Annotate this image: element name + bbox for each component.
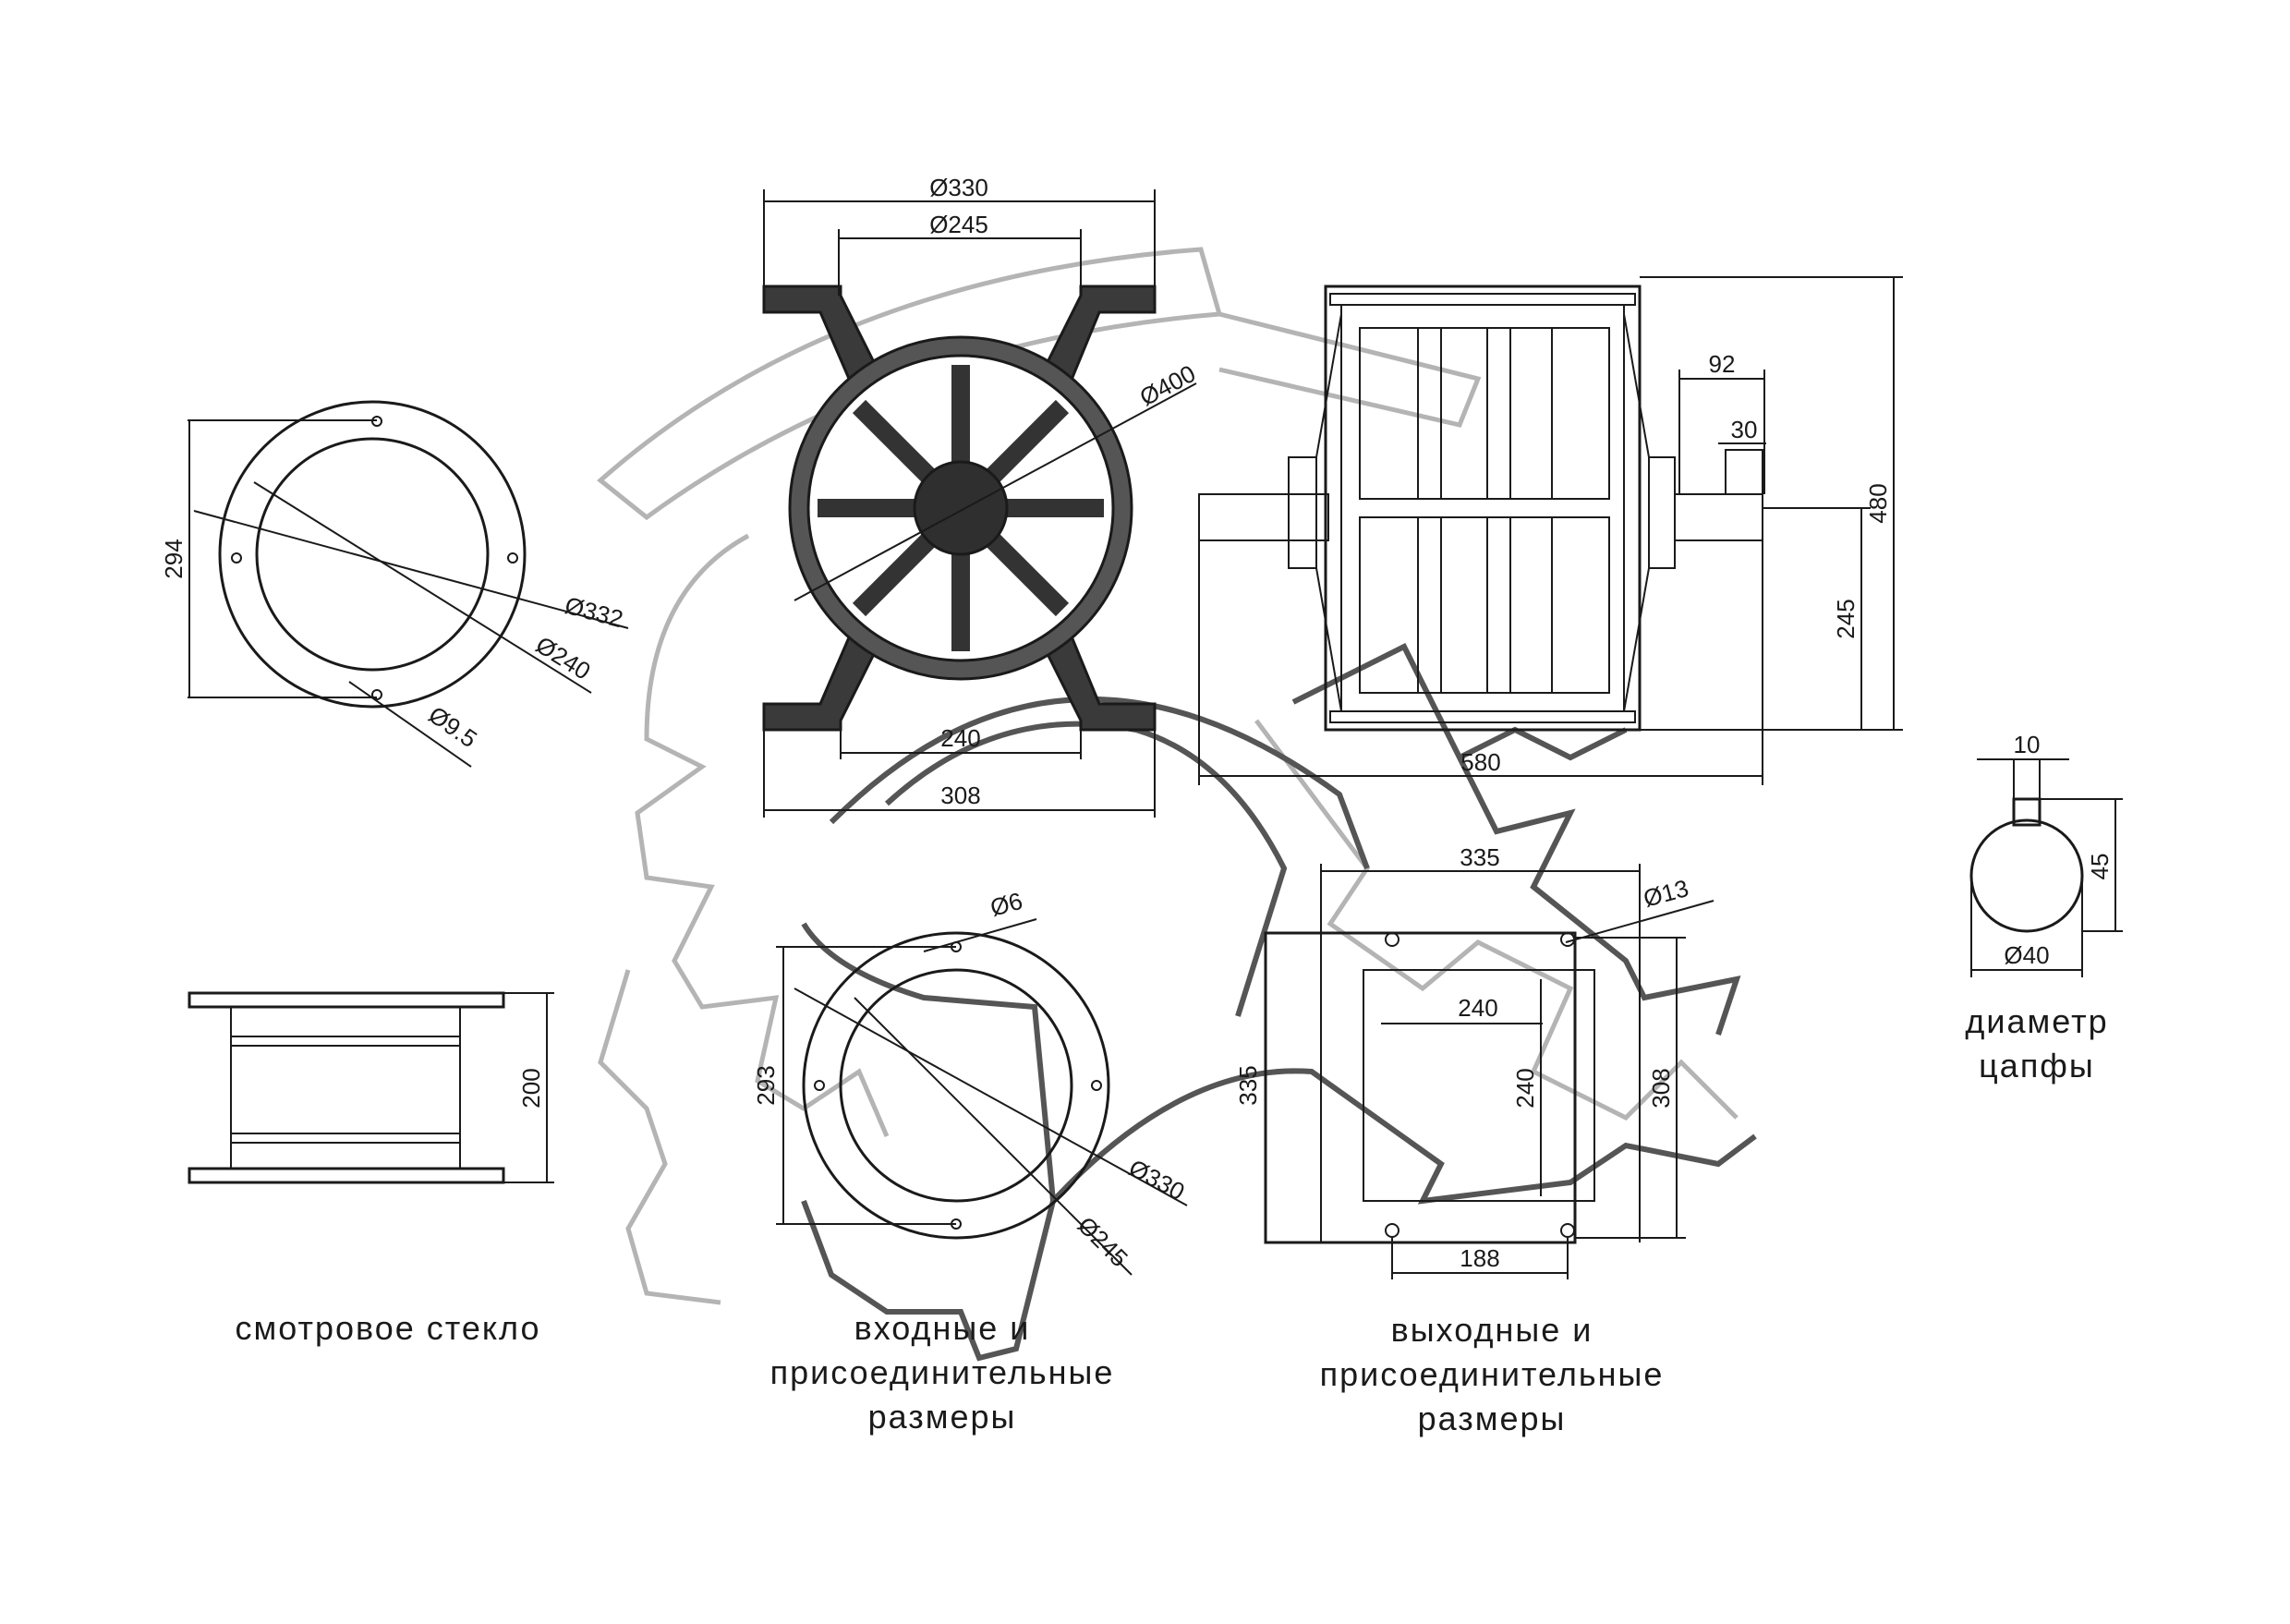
dim-rotor-inner-diameter: Ø245 bbox=[929, 211, 988, 238]
sight-glass-side: 200 bbox=[188, 991, 554, 1184]
dim-shaft-length: 92 bbox=[1709, 350, 1736, 378]
trunnion-circle bbox=[1969, 818, 2084, 933]
dim-outlet-hole: Ø13 bbox=[1641, 874, 1691, 913]
dim-outlet-left-height: 335 bbox=[1234, 1065, 1262, 1105]
caption-sight-glass: смотровое стекло bbox=[236, 1309, 541, 1347]
dim-trunnion-key: 10 bbox=[2014, 731, 2041, 758]
dim-sight-glass-height: 294 bbox=[160, 539, 188, 578]
dim-outlet-inner-width: 240 bbox=[1458, 994, 1497, 1022]
sight-glass-front: 294 Ø332 Ø240 Ø9.5 bbox=[160, 400, 629, 768]
caption-outlet-line-3: размеры bbox=[1418, 1400, 1567, 1437]
caption-outlet-line-2: присоединительные bbox=[1320, 1355, 1665, 1393]
dim-rotor-bottom-inner: 240 bbox=[940, 724, 980, 752]
caption-trunnion-line-2: цапфы bbox=[1979, 1047, 2095, 1085]
dim-inlet-height: 293 bbox=[752, 1065, 780, 1105]
caption-trunnion-line-1: диаметр bbox=[1965, 1002, 2108, 1040]
dim-sight-glass-side-height: 200 bbox=[517, 1068, 545, 1108]
outlet-flange: 335 Ø13 240 240 335 308 188 bbox=[1234, 843, 1714, 1279]
dim-sight-glass-outer: Ø332 bbox=[562, 591, 625, 633]
caption-inlet-line-3: размеры bbox=[868, 1398, 1017, 1436]
dim-rotor-diameter: Ø400 bbox=[1135, 359, 1200, 411]
dim-inlet-outer: Ø330 bbox=[1124, 1154, 1189, 1206]
dim-trunnion-height: 45 bbox=[2086, 854, 2114, 880]
dim-sight-glass-inner: Ø240 bbox=[531, 631, 596, 685]
dim-sight-glass-hole: Ø9.5 bbox=[424, 700, 482, 753]
dim-side-height: 480 bbox=[1864, 483, 1892, 523]
dim-outlet-hole-spacing: 188 bbox=[1460, 1244, 1499, 1272]
trunnion-detail: 10 45 Ø40 bbox=[1969, 731, 2123, 977]
trunnion-key bbox=[2012, 797, 2042, 827]
housing-side bbox=[1324, 285, 1642, 732]
caption-inlet-line-1: входные и bbox=[854, 1309, 1031, 1347]
dim-outlet-width: 335 bbox=[1460, 843, 1499, 871]
dim-trunnion-diameter: Ø40 bbox=[2004, 941, 2049, 969]
rotor-hub bbox=[913, 460, 1009, 556]
dim-side-length: 580 bbox=[1460, 748, 1500, 776]
dim-inlet-inner: Ø245 bbox=[1072, 1211, 1133, 1272]
dim-axis-height: 245 bbox=[1832, 599, 1860, 638]
dim-rotor-flange-diameter: Ø330 bbox=[929, 174, 988, 201]
dim-key-width: 30 bbox=[1731, 416, 1758, 443]
caption-outlet-line-1: выходные и bbox=[1391, 1311, 1593, 1349]
dim-inlet-hole: Ø6 bbox=[987, 887, 1025, 922]
rotor-side-view: 92 30 480 245 580 bbox=[1198, 276, 1903, 785]
rotor-front-view: Ø330 Ø245 Ø400 240 308 bbox=[762, 174, 1200, 818]
dim-outlet-inner-height: 240 bbox=[1511, 1068, 1539, 1108]
shaft-left bbox=[1198, 493, 1329, 541]
shaft-key bbox=[1725, 449, 1763, 495]
caption-inlet-line-2: присоединительные bbox=[770, 1353, 1115, 1391]
dim-outlet-right-height: 308 bbox=[1647, 1068, 1675, 1108]
shaft-right bbox=[1674, 493, 1763, 541]
dim-rotor-bottom-outer: 308 bbox=[940, 782, 980, 809]
